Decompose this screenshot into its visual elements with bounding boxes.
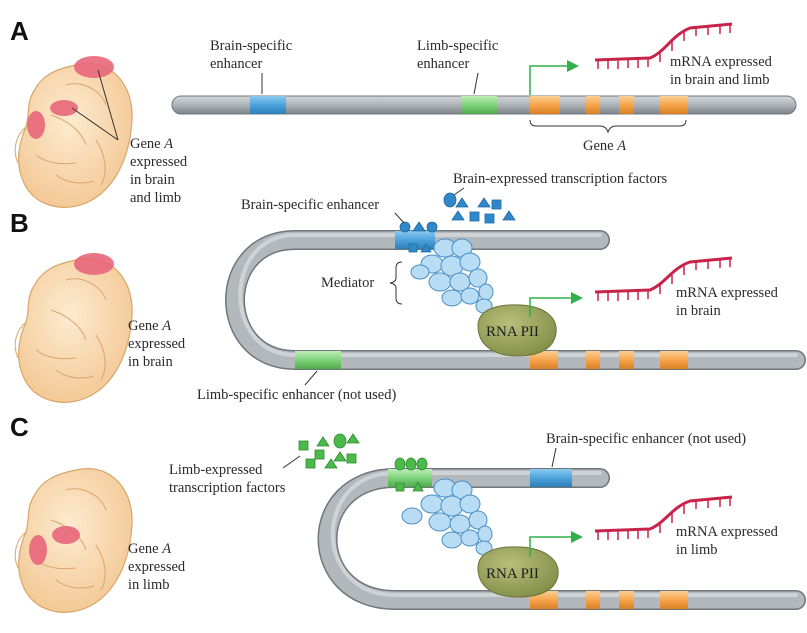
free-transcription-factors <box>443 192 516 224</box>
panel-letter: C <box>10 412 29 442</box>
panel-letter: B <box>10 208 29 238</box>
unused-enhancer-label: Brain-specific enhancer (not used) <box>546 431 746 447</box>
mrna-label: mRNA expressed <box>676 285 779 301</box>
mrna-label: in brain <box>676 303 721 319</box>
rna-polymerase-ii <box>477 304 557 357</box>
mrna-a <box>594 22 733 69</box>
panel-c: C Gene A expressed in limb <box>10 412 806 613</box>
brain-enhancer <box>395 231 435 249</box>
dna-loop <box>226 231 805 369</box>
embryo-caption-a-line: expressed <box>130 154 188 170</box>
exon <box>530 96 560 114</box>
exon <box>530 351 558 369</box>
limb-enhancer <box>461 96 497 114</box>
forelimb-expression <box>50 100 78 116</box>
brain-expression <box>74 56 114 78</box>
gene-label: Gene A <box>583 138 626 154</box>
dna-highlight <box>330 471 798 597</box>
leader-line <box>97 69 119 141</box>
transcription-arrow <box>529 60 579 95</box>
brain-expression <box>74 253 114 275</box>
hindlimb-expression <box>27 111 45 139</box>
leader-line <box>453 187 465 196</box>
mediator-complex <box>410 238 494 314</box>
leader-line <box>473 72 479 95</box>
factors-label: Limb-expressed <box>169 462 263 478</box>
limb-enhancer-label: Limb-specific <box>417 38 498 54</box>
enhancer-label: Brain-specific enhancer <box>241 197 379 213</box>
limb-enhancer-unused <box>295 351 341 369</box>
brain-enhancer-unused <box>530 469 572 487</box>
leader-line <box>394 212 405 224</box>
leader-line <box>71 107 119 141</box>
hindlimb-expression <box>29 535 47 565</box>
unused-enhancer-label: Limb-specific enhancer (not used) <box>197 387 396 403</box>
exon <box>530 591 558 609</box>
exon <box>660 591 688 609</box>
bound-transcription-factors <box>394 457 428 492</box>
mrna-label: in limb <box>676 542 718 558</box>
limb-enhancer <box>388 469 432 487</box>
mrna-label: in brain and limb <box>670 72 769 88</box>
exon <box>586 591 600 609</box>
embryo-caption-a-line: and limb <box>130 190 181 206</box>
rna-pii-label: RNA PII <box>486 566 539 582</box>
brain-enhancer <box>250 96 286 114</box>
embryo-caption-c: Gene A <box>128 541 171 557</box>
gene-brace <box>529 119 687 134</box>
limb-enhancer-label: enhancer <box>417 56 469 72</box>
embryo-a <box>14 56 133 208</box>
leader-line <box>304 370 318 386</box>
embryo-caption-a: Gene A <box>130 136 173 152</box>
dna-highlight <box>238 233 798 357</box>
embryo-c <box>14 468 133 613</box>
mediator-brace <box>389 261 403 305</box>
mediator-complex <box>401 478 493 556</box>
factors-label: Brain-expressed transcription factors <box>453 171 668 187</box>
panel-a: A Gene A expressed in brain and limb Bra… <box>10 16 797 208</box>
embryo-caption-b-line: expressed <box>128 336 186 352</box>
exon <box>586 351 600 369</box>
rna-pii-label: RNA PII <box>486 324 539 340</box>
exon <box>619 96 634 114</box>
leader-line <box>551 447 557 468</box>
leader-line <box>282 455 301 469</box>
mrna-label: mRNA expressed <box>676 524 779 540</box>
brain-enhancer-label: Brain-specific <box>210 38 292 54</box>
free-transcription-factors <box>298 433 360 469</box>
embryo-caption-c-line: expressed <box>128 559 186 575</box>
panel-letter: A <box>10 16 29 46</box>
mrna-c <box>594 495 733 540</box>
transcription-arrow <box>529 292 583 317</box>
dna-loop <box>319 469 805 609</box>
embryo-caption-c-line: in limb <box>128 577 170 593</box>
transcription-arrow <box>529 531 583 557</box>
exon <box>619 591 634 609</box>
embryo-caption-b: Gene A <box>128 318 171 334</box>
bound-transcription-factors <box>399 221 438 253</box>
forelimb-expression <box>52 526 80 544</box>
factors-label: transcription factors <box>169 480 286 496</box>
mrna-b <box>594 256 733 301</box>
exon <box>660 96 688 114</box>
panel-b: B Gene A expressed in brain <box>10 171 806 403</box>
mediator-label: Mediator <box>321 275 374 291</box>
embryo-caption-b-line: in brain <box>128 354 173 370</box>
exon <box>660 351 688 369</box>
rna-polymerase-ii <box>477 546 559 598</box>
brain-enhancer-label: enhancer <box>210 56 262 72</box>
exon <box>586 96 600 114</box>
embryo-b <box>14 253 133 403</box>
embryo-caption-a-line: in brain <box>130 172 175 188</box>
exon <box>619 351 634 369</box>
mrna-label: mRNA expressed <box>670 54 773 70</box>
